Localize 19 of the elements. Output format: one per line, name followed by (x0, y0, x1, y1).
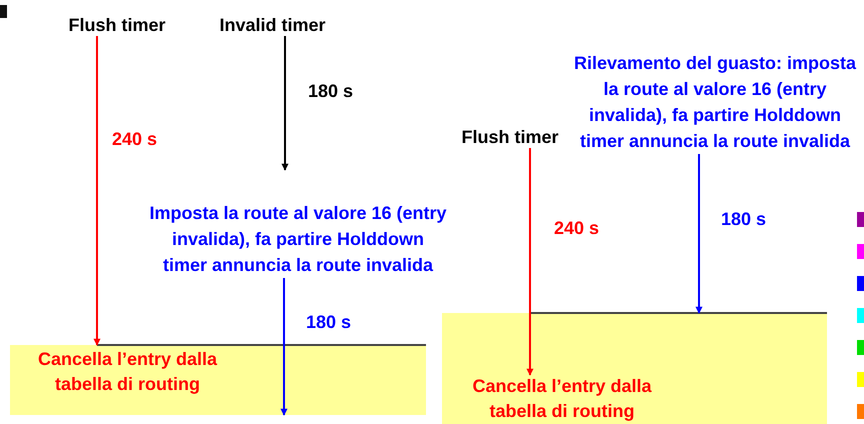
status-band (10, 345, 426, 415)
arrow (280, 278, 288, 416)
duration-label: 180 s (308, 80, 354, 102)
event-text: Imposta la route al valore 16 (entry invalida), fa partire Holddown timer annuncia la route invalida (148, 202, 448, 277)
timer-label: Flush timer (68, 14, 166, 36)
duration-label: 180 s (721, 208, 766, 230)
status-band (442, 313, 827, 424)
event-text: Rilevamento del guasto: imposta la route al valore 16 (entry invalida), fa partire Holddown timer annuncia la route invalida (572, 52, 858, 153)
duration-label: 180 s (306, 311, 352, 333)
status-text: Cancella l’entry dalla tabella di routing (471, 375, 653, 423)
arrow (526, 148, 534, 376)
arrow (696, 154, 702, 314)
status-text: Cancella l’entry dalla tabella di routing (36, 348, 218, 396)
arrow (282, 36, 288, 171)
duration-label: 240 s (112, 128, 158, 150)
timer-label: Flush timer (461, 126, 558, 148)
arrow (94, 36, 100, 346)
duration-label: 240 s (554, 217, 600, 239)
timer-label: Invalid timer (219, 14, 326, 36)
